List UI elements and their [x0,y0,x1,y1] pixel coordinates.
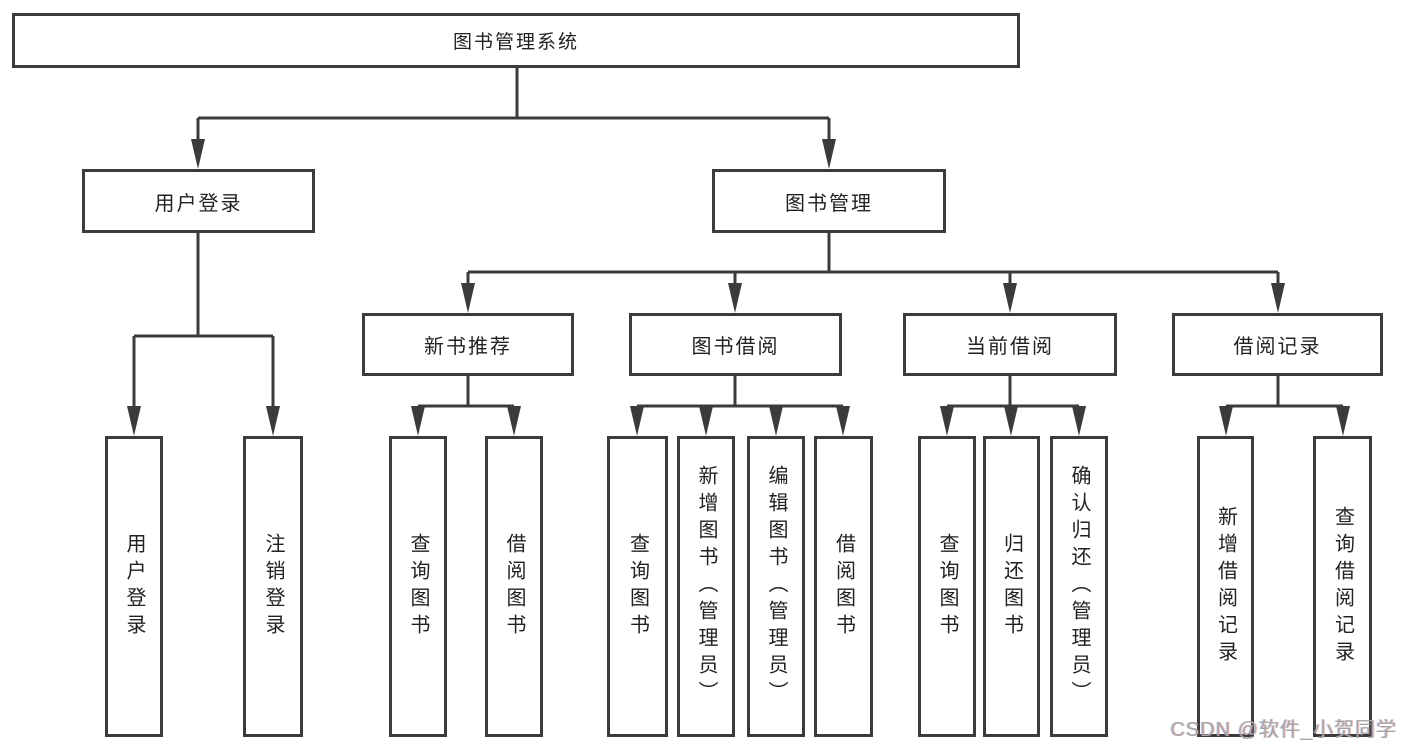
leaf-return-book-label: 归还图书 [1000,532,1023,641]
node-new-book-recommend-label: 新书推荐 [424,336,512,358]
leaf-add-borrow-record: 新增借阅记录 [1197,436,1254,737]
leaf-query-books-borrow: 查询图书 [607,436,668,737]
node-current-borrow-label: 当前借阅 [966,336,1054,358]
node-new-book-recommend: 新书推荐 [362,313,574,376]
leaf-query-books-current-label: 查询图书 [936,532,958,641]
leaf-user-login: 用户登录 [105,436,163,737]
leaf-query-borrow-record-label: 查询借阅记录 [1331,505,1354,668]
leaf-confirm-return-admin-label: 确认归还（管理员） [1068,465,1090,708]
leaf-return-book: 归还图书 [983,436,1040,737]
node-borrow-records: 借阅记录 [1172,313,1383,376]
leaf-logout-label: 注销登录 [262,532,284,641]
node-user-login-label: 用户登录 [154,192,243,215]
node-book-borrow-label: 图书借阅 [691,336,780,358]
leaf-borrow-books-label: 借阅图书 [832,532,855,641]
leaf-confirm-return-admin: 确认归还（管理员） [1050,436,1108,737]
leaf-query-books-recommend: 查询图书 [389,436,447,737]
leaf-edit-book-admin: 编辑图书（管理员） [747,436,805,737]
node-user-login: 用户登录 [82,169,315,233]
node-book-borrow: 图书借阅 [629,313,842,376]
leaf-borrow-books-recommend-label: 借阅图书 [503,532,525,641]
node-borrow-records-label: 借阅记录 [1233,336,1322,358]
leaf-logout: 注销登录 [243,436,303,737]
leaf-add-book-admin-label: 新增图书（管理员） [695,465,717,708]
node-book-management: 图书管理 [712,169,946,233]
leaf-borrow-books: 借阅图书 [814,436,873,737]
leaf-user-login-label: 用户登录 [123,532,145,641]
leaf-add-borrow-record-label: 新增借阅记录 [1214,505,1237,668]
csdn-watermark: CSDN @软件_小贺同学 [1170,719,1397,741]
leaf-query-books-current: 查询图书 [918,436,976,737]
leaf-query-borrow-record: 查询借阅记录 [1313,436,1372,737]
node-root-label: 图书管理系统 [452,32,579,53]
leaf-add-book-admin: 新增图书（管理员） [677,436,735,737]
leaf-borrow-books-recommend: 借阅图书 [485,436,543,737]
node-current-borrow: 当前借阅 [903,313,1117,376]
leaf-edit-book-admin-label: 编辑图书（管理员） [765,465,787,708]
node-root: 图书管理系统 [12,13,1020,68]
node-book-management-label: 图书管理 [785,192,873,215]
leaf-query-books-borrow-label: 查询图书 [626,532,649,641]
leaf-query-books-recommend-label: 查询图书 [407,532,429,641]
